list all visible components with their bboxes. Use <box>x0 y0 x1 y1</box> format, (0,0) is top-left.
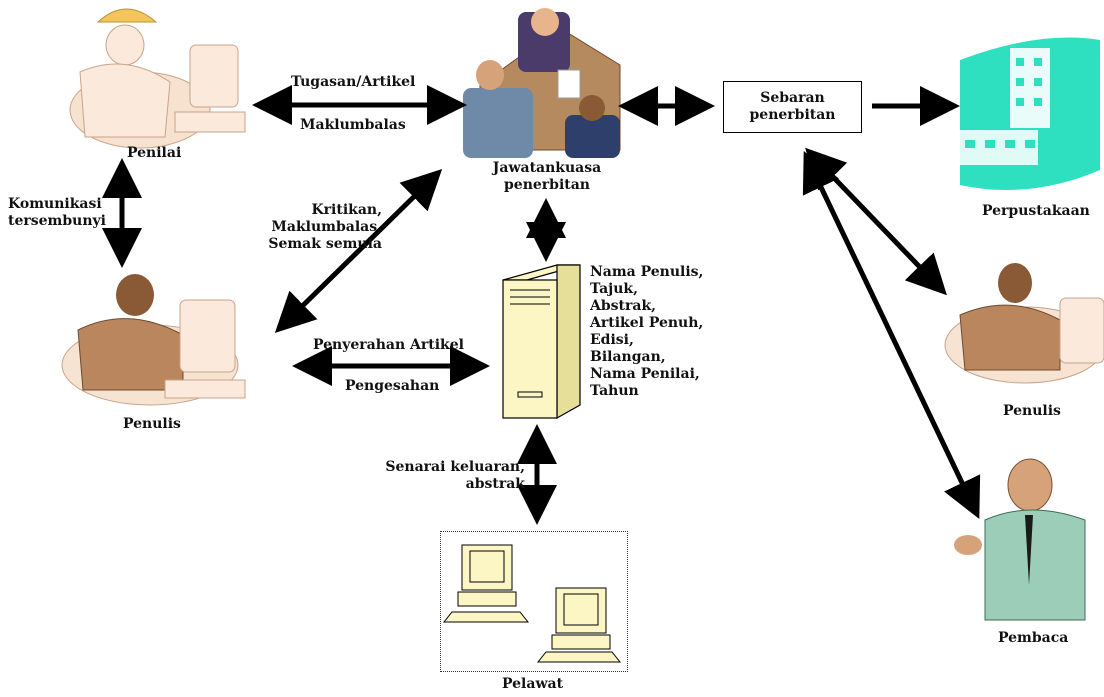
penulis-right-figure-icon <box>944 263 1104 384</box>
perpustakaan-building-icon <box>958 37 1100 190</box>
jawatankuasa-label: Jawatankuasa penerbitan <box>492 160 602 193</box>
field-tahun: Tahun <box>590 383 639 399</box>
pelawat-box <box>440 531 628 672</box>
arrow-sebaran-penulis-right <box>805 147 947 296</box>
penulis-left-figure-icon <box>61 274 246 406</box>
arrow-penulis-jawatankuasa <box>274 168 443 334</box>
pembaca-label: Pembaca <box>998 630 1069 646</box>
senarai-keluaran-label: Senarai keluaran, abstrak <box>385 459 525 492</box>
penilai-figure-icon <box>69 8 246 149</box>
kritikan-label: Kritikan, Maklumbalas, Semak semula <box>268 202 382 252</box>
arrow-sebaran-pembaca <box>802 150 981 520</box>
field-abstrak: Abstrak, <box>590 298 657 314</box>
pelawat-label: Pelawat <box>502 676 564 692</box>
pembaca-figure-icon <box>954 458 1086 621</box>
pelawat-computer-1-icon <box>442 544 530 623</box>
server-database-icon <box>502 264 581 420</box>
field-bilangan: Bilangan, <box>590 349 666 365</box>
field-nama-penulis: Nama Penulis, <box>590 264 704 280</box>
database-field-list: Nama Penulis, Tajuk, Abstrak, Artikel Pe… <box>590 264 703 400</box>
field-edisi: Edisi, <box>590 332 634 348</box>
field-tajuk: Tajuk, <box>590 281 638 297</box>
penyerahan-artikel-label: Penyerahan Artikel <box>313 337 464 353</box>
field-artikel-penuh: Artikel Penuh, <box>590 315 704 331</box>
penilai-label: Penilai <box>127 145 182 161</box>
penulis-left-label: Penulis <box>123 416 181 432</box>
sebaran-label: Sebaran penerbitan <box>749 90 836 123</box>
pelawat-computer-2-icon <box>536 587 622 663</box>
maklumbalas-label: Maklumbalas <box>300 117 406 133</box>
sebaran-box: Sebaran penerbitan <box>723 81 862 133</box>
pengesahan-label: Pengesahan <box>345 378 440 394</box>
jawatankuasa-group-icon <box>463 8 621 158</box>
perpustakaan-label: Perpustakaan <box>982 203 1090 219</box>
penulis-right-label: Penulis <box>1003 403 1061 419</box>
field-nama-penilai: Nama Penilai, <box>590 366 700 382</box>
tugasan-artikel-label: Tugasan/Artikel <box>291 74 416 90</box>
komunikasi-tersembunyi-label: Komunikasi tersembunyi <box>8 196 106 229</box>
